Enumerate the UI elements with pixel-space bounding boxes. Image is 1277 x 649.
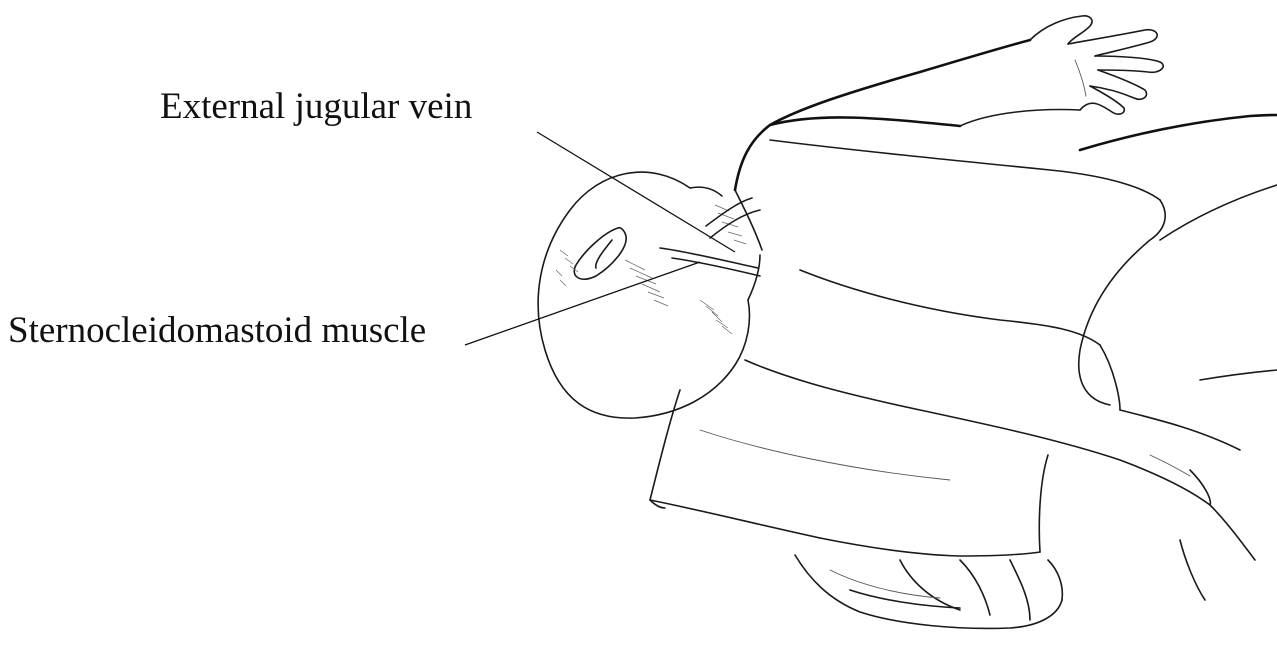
label-external-jugular-vein: External jugular vein bbox=[160, 88, 472, 125]
shoulder-pad bbox=[650, 390, 1048, 556]
hand bbox=[1030, 16, 1163, 114]
head-outline bbox=[538, 172, 749, 418]
lower-arm bbox=[745, 360, 1255, 600]
label-sternocleidomastoid-muscle: Sternocleidomastoid muscle bbox=[8, 312, 426, 349]
neck-hatching bbox=[556, 205, 746, 334]
torso bbox=[770, 115, 1277, 450]
neck-structures bbox=[660, 190, 762, 300]
ear bbox=[574, 228, 626, 279]
rolled-towel bbox=[795, 555, 1062, 628]
leader-sternocleidomastoid bbox=[465, 262, 700, 345]
leader-external-jugular-vein bbox=[537, 132, 735, 252]
